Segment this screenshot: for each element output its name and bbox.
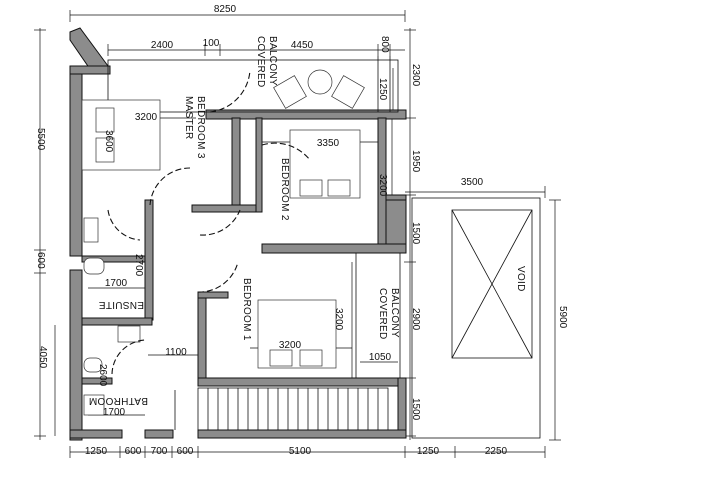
dim-left-5500: 5500: [35, 128, 46, 151]
bathroom-toilet: [83, 357, 103, 373]
dim-bottom-5100: 5100: [289, 446, 312, 457]
dim-bath-1700: 1700: [103, 407, 126, 418]
label-bedroom-2: BEDROOM 2: [279, 158, 290, 221]
ensuite-basin: [83, 217, 99, 243]
dim-void-3500: 3500: [461, 177, 484, 188]
furniture: [81, 69, 365, 416]
dim-right-2300: 2300: [410, 64, 421, 87]
label-bathroom: BATHROOM: [89, 395, 148, 406]
dim-bottom-1250b: 1250: [417, 446, 440, 457]
master-door: [149, 167, 191, 206]
dim-top-800: 800: [379, 36, 390, 53]
dim-bath-1100: 1100: [165, 347, 187, 358]
balcony-top: [107, 56, 399, 113]
dim-ensuite-1700: 1700: [105, 278, 128, 289]
bed1-door: [197, 261, 239, 293]
dim-bottom-600a: 600: [125, 446, 142, 457]
balcony-right: [355, 252, 401, 379]
dim-right-3200: 3200: [377, 174, 388, 197]
chair-left: [273, 75, 307, 109]
dimension-labels: 8250 2400 100 4450 800 5500 600 4050 230…: [35, 4, 568, 457]
balcony-table: [307, 69, 333, 95]
ensuite-toilet: [83, 257, 105, 275]
dim-bottom-600b: 600: [177, 446, 194, 457]
doors: [107, 69, 311, 375]
label-covered-balcony-top: COVERED BALCONY: [255, 36, 278, 88]
bed2-door: [199, 209, 241, 236]
dim-bath-2600: 2600: [97, 364, 108, 387]
dim-master-3600: 3600: [103, 130, 114, 153]
dim-top-100: 100: [203, 38, 220, 49]
dim-left-4050: 4050: [37, 346, 48, 369]
room-labels: MASTER BEDROOM 3 COVERED BALCONY BEDROOM…: [89, 36, 526, 406]
master-bed: [81, 99, 161, 171]
dim-top-2400: 2400: [151, 40, 174, 51]
dim-bed1-3200-h: 3200: [279, 340, 302, 351]
svg-text:COVERED: COVERED: [255, 36, 266, 88]
ensuite-door: [107, 209, 141, 241]
dim-left-600: 600: [35, 252, 46, 269]
dim-bottom-1250a: 1250: [85, 446, 108, 457]
dim-right-1500a: 1500: [410, 222, 421, 245]
label-covered-balcony-right: COVERED BALCONY: [377, 288, 400, 340]
svg-text:BALCONY: BALCONY: [267, 36, 278, 86]
dim-bottom-700: 700: [151, 446, 168, 457]
svg-text:BEDROOM 3: BEDROOM 3: [195, 96, 206, 159]
dim-ensuite-2700: 2700: [133, 254, 144, 277]
label-void: VOID: [515, 266, 526, 292]
dim-right-1950: 1950: [410, 150, 421, 173]
chair-right: [331, 75, 365, 109]
dimension-lines: [34, 10, 561, 458]
svg-text:BALCONY: BALCONY: [389, 288, 400, 338]
dim-right-1500b: 1500: [410, 398, 421, 421]
dim-bottom-2250: 2250: [485, 446, 508, 457]
balcony-door: [209, 69, 251, 113]
dim-top-total: 8250: [214, 4, 237, 15]
svg-text:MASTER: MASTER: [183, 96, 194, 139]
label-ensuite: ENSUITE: [99, 299, 144, 310]
ensuite-shower: [117, 325, 141, 343]
dim-right-2900: 2900: [410, 308, 421, 331]
label-master-bedroom: MASTER BEDROOM 3: [183, 96, 206, 159]
bedroom1-bed: [257, 299, 337, 369]
bed2-inner-door: [261, 142, 311, 161]
staircase: [174, 387, 389, 431]
label-bedroom-1: BEDROOM 1: [241, 278, 252, 341]
dim-master-3200: 3200: [135, 112, 158, 123]
dim-bed2-3350: 3350: [317, 138, 340, 149]
dim-void-5900: 5900: [557, 306, 568, 329]
dim-bed1-3200-v: 3200: [333, 308, 344, 331]
dim-top-4450: 4450: [291, 40, 314, 51]
walls: [69, 27, 407, 441]
dim-balcony-1050: 1050: [369, 352, 392, 363]
dim-right-1250: 1250: [377, 78, 388, 101]
svg-text:COVERED: COVERED: [377, 288, 388, 340]
bathroom-door: [111, 339, 146, 375]
bathroom-shower: [83, 394, 105, 416]
void-area: [411, 197, 541, 439]
